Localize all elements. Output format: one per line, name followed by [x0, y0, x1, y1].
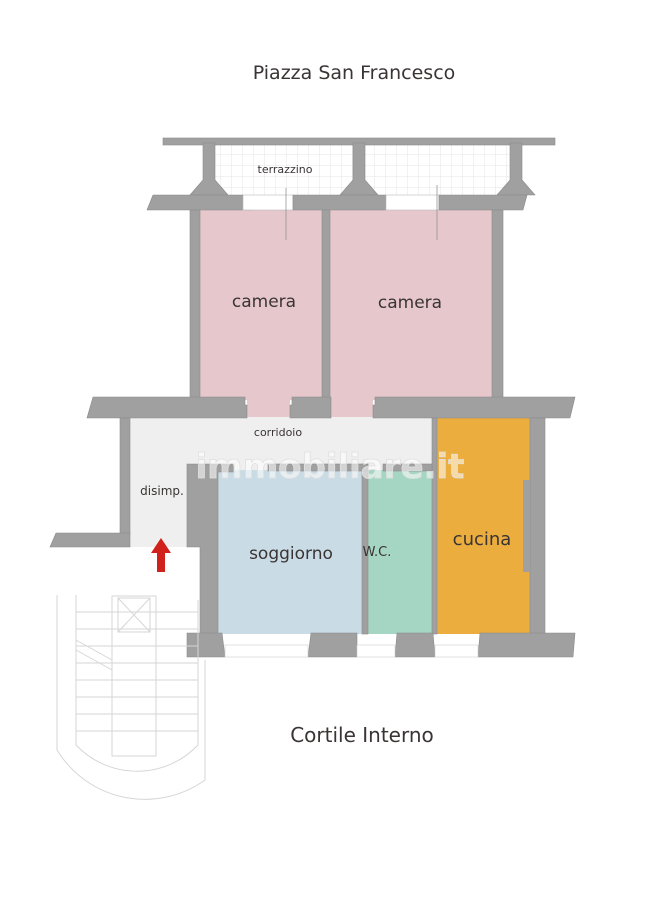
wall — [352, 463, 369, 472]
hall-floor — [130, 415, 195, 547]
room-label-bedroom-1: camera — [232, 292, 296, 312]
wall — [307, 632, 358, 658]
terrace-pillar — [496, 142, 536, 196]
street-label-top: Piazza San Francesco — [253, 62, 456, 84]
window — [385, 194, 440, 211]
wall — [372, 396, 576, 419]
wall — [146, 194, 254, 211]
wall — [394, 632, 436, 658]
bedroom-2-floor — [330, 208, 492, 400]
entrance-arrow-icon — [151, 538, 171, 572]
wall — [289, 396, 332, 419]
street-label-bottom: Cortile Interno — [290, 723, 434, 747]
bedroom-1-floor — [200, 208, 322, 400]
room-label-corridor: corridoio — [254, 426, 302, 439]
wall — [491, 209, 504, 401]
wall — [382, 463, 433, 472]
bedroom-1-door — [247, 395, 290, 417]
window — [224, 644, 309, 658]
wall — [292, 194, 387, 211]
kitchen-niche — [523, 480, 530, 572]
room-label-bathroom: W.C. — [363, 545, 392, 560]
wall — [86, 396, 248, 419]
wall — [431, 417, 438, 635]
bathroom-floor — [368, 470, 432, 634]
wall — [49, 532, 131, 548]
window — [356, 644, 396, 658]
room-label-hall: disimp. — [140, 484, 184, 498]
wall — [186, 632, 226, 658]
wall — [529, 417, 546, 635]
wall — [321, 209, 331, 401]
wall — [438, 194, 528, 211]
room-label-living: soggiorno — [249, 544, 333, 564]
wall — [119, 417, 131, 535]
watermark: immobiliare.it — [196, 447, 465, 487]
wall — [477, 632, 576, 658]
room-label-terrace: terrazzino — [258, 163, 313, 176]
room-label-bedroom-2: camera — [378, 293, 442, 313]
bedroom-2-door — [331, 395, 373, 417]
living-floor — [218, 470, 362, 634]
kitchen-floor — [437, 418, 530, 634]
window — [434, 644, 479, 658]
staircase — [56, 595, 206, 800]
wall — [189, 209, 201, 401]
room-label-kitchen: cucina — [453, 529, 512, 550]
window — [242, 194, 294, 211]
